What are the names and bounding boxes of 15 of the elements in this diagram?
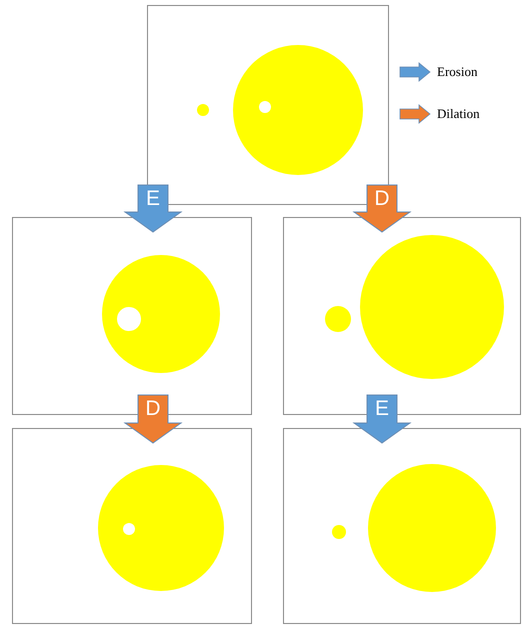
image-panel	[12, 217, 252, 415]
edge-label: E	[144, 187, 161, 211]
block-arrow	[352, 184, 412, 233]
image-panel	[283, 217, 521, 415]
legend-label: Dilation	[437, 106, 480, 122]
image-panel	[147, 5, 389, 205]
edge-label: D	[144, 397, 162, 421]
edge-label: D	[373, 187, 391, 211]
image-panel	[12, 428, 252, 624]
image-panel	[283, 428, 521, 624]
block-arrow	[123, 394, 183, 444]
block-arrow	[123, 184, 183, 233]
edge-label: E	[374, 397, 390, 421]
block-arrow	[352, 394, 412, 444]
legend-label: Erosion	[437, 64, 478, 80]
